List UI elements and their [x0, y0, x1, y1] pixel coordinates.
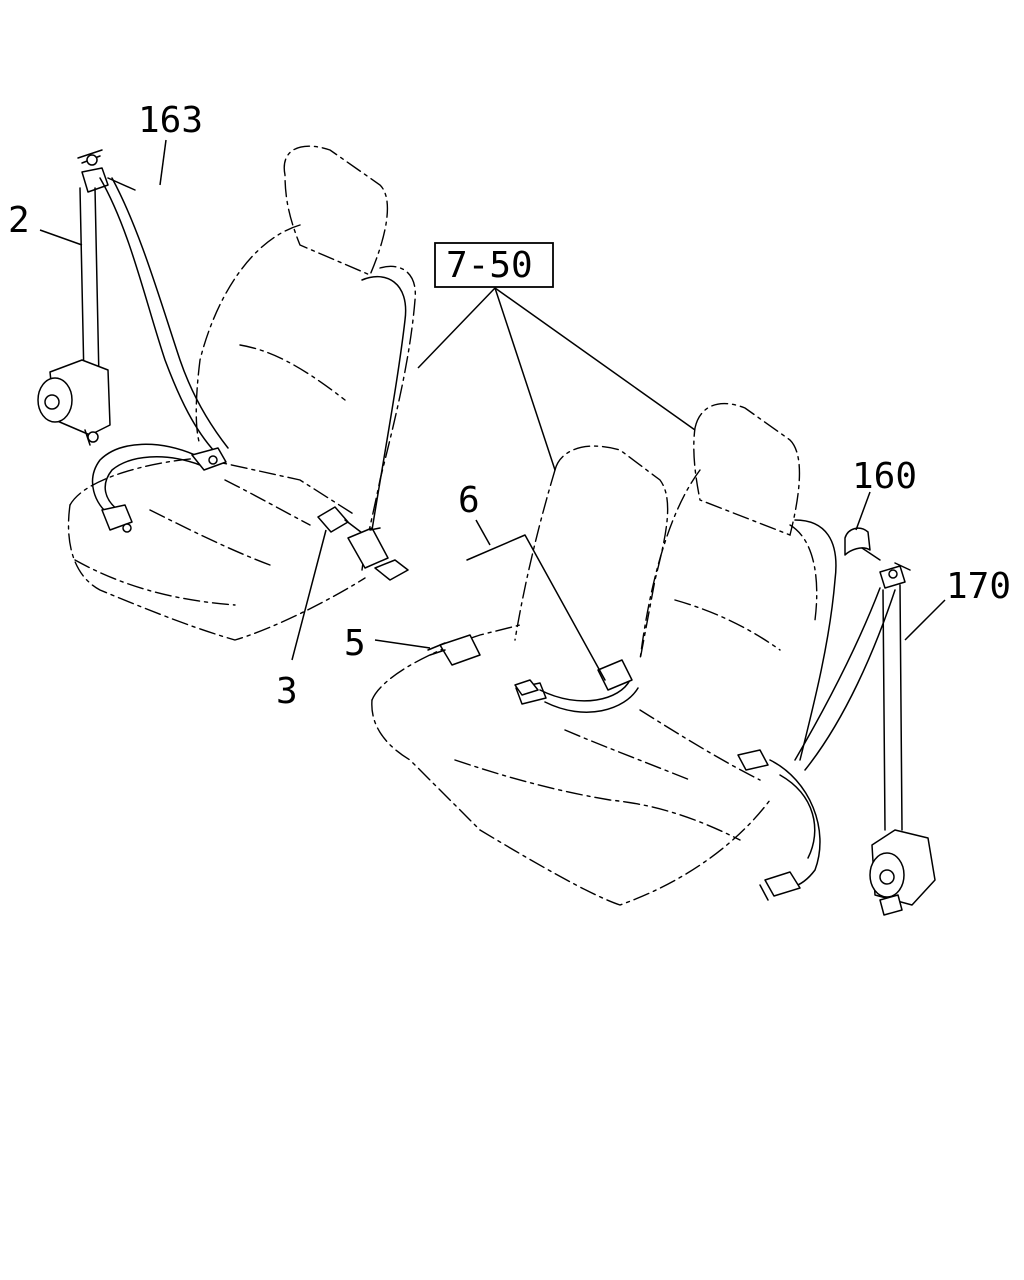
label-170: 170: [946, 566, 1011, 607]
left-front-seat: [67, 145, 416, 641]
label-163: 163: [138, 100, 203, 141]
leader-lines: [39, 139, 946, 681]
ref-box-label: 7-50: [446, 245, 533, 286]
center-lap-belt: [514, 659, 639, 713]
ref-box-frame: [434, 242, 554, 288]
label-2: 2: [8, 200, 30, 241]
right-buckle: [427, 634, 481, 666]
label-160: 160: [852, 456, 917, 497]
label-6: 6: [458, 480, 480, 521]
left-seat-belt-retractor: [37, 149, 229, 533]
label-5: 5: [344, 623, 366, 664]
left-buckle: [317, 506, 409, 581]
right-seat: [371, 402, 837, 906]
right-seat-belt-retractor: [737, 527, 936, 916]
label-3: 3: [276, 671, 298, 712]
